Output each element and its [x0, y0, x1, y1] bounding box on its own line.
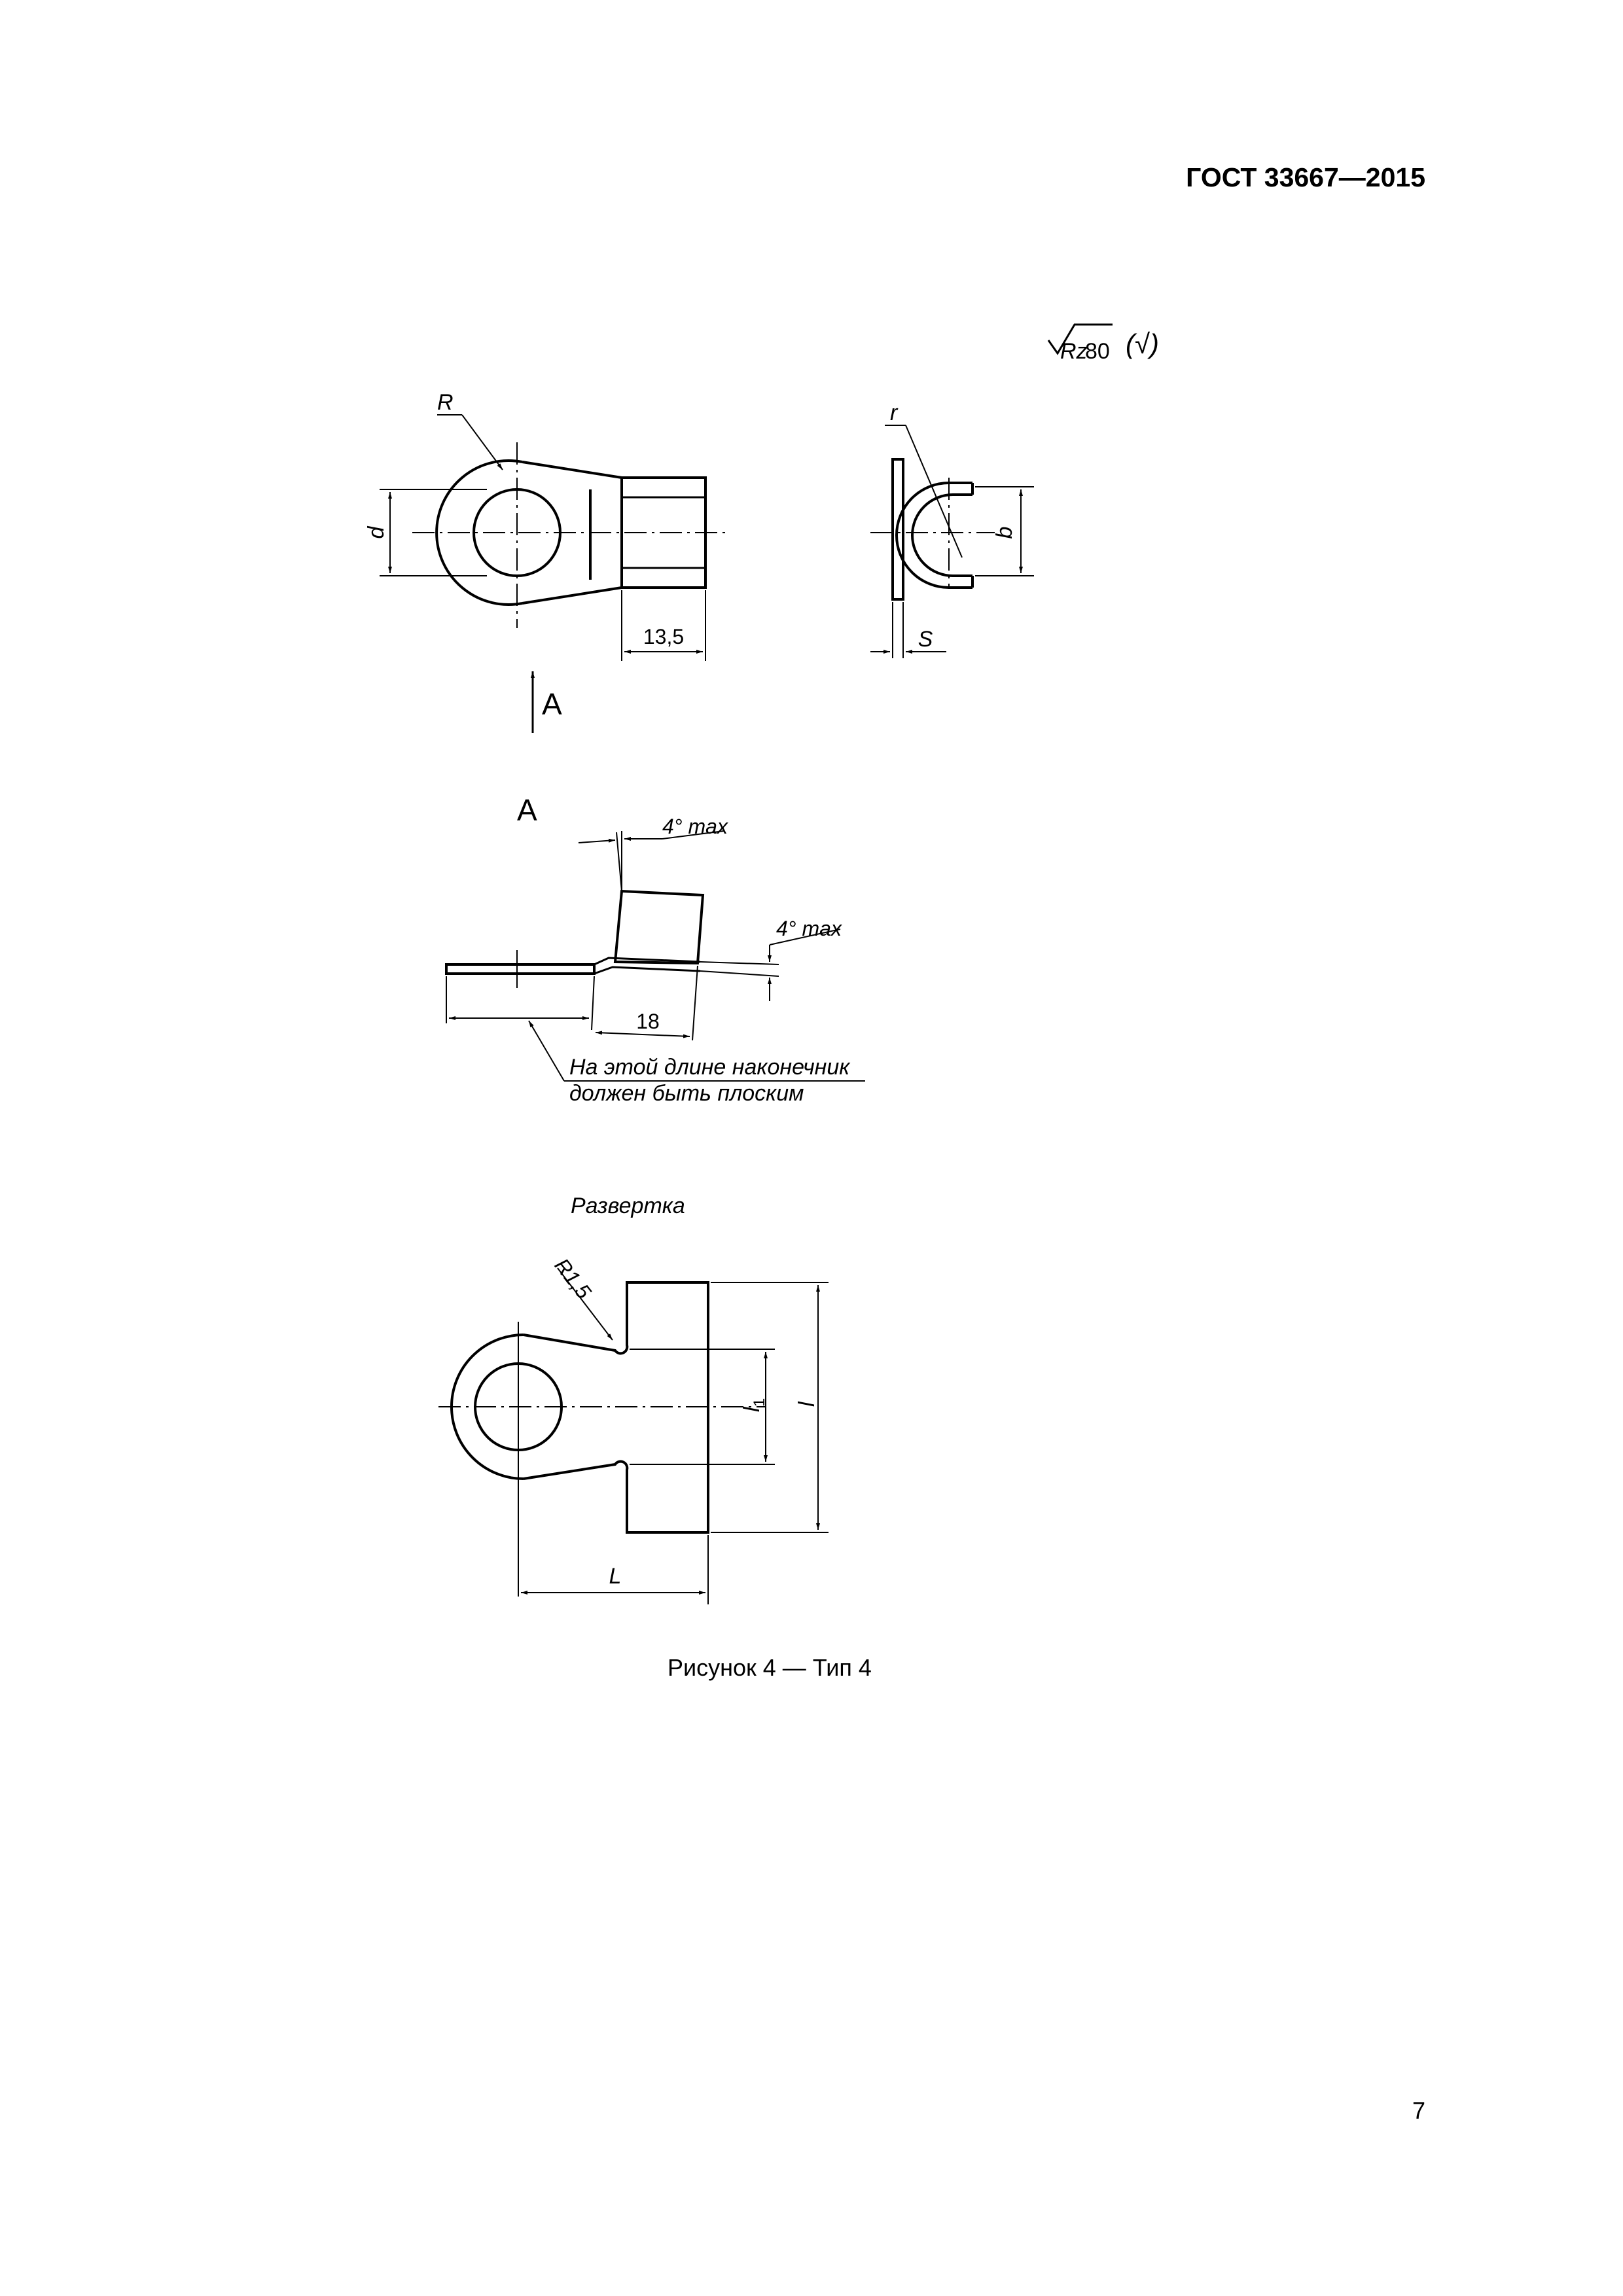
view-a-length-dim: 18 [636, 1010, 660, 1033]
page-number: 7 [1412, 2097, 1425, 2124]
plate-section [891, 458, 904, 601]
view-a [445, 830, 865, 1082]
document-header: ГОСТ 33667—2015 [1186, 162, 1425, 192]
view-a-plate [445, 963, 596, 975]
flat-note-line1: На этой длине наконечник [569, 1055, 851, 1080]
thickness-label: S [918, 627, 933, 652]
view-a-arrow-label: A [542, 687, 562, 721]
flat-note-line2: должен быть плоским [569, 1081, 804, 1106]
view-a-angle-top: 4° max [662, 815, 728, 838]
radius-label: R [437, 390, 454, 415]
roughness-extra: (√) [1126, 328, 1159, 359]
side-view [870, 425, 1034, 658]
development-title: Развертка [571, 1193, 685, 1218]
figure-caption: Рисунок 4 — Тип 4 [668, 1654, 872, 1681]
development-view [438, 1267, 829, 1604]
roughness-symbol: Rz 80 (√) [1047, 323, 1159, 364]
top-view [380, 414, 726, 733]
view-a-title: A [517, 793, 537, 827]
barrel-length-dim: 13,5 [643, 625, 684, 648]
roughness-parameter: Rz [1060, 339, 1088, 364]
total-length-label: L [609, 1564, 622, 1589]
length-label: l [794, 1401, 819, 1407]
side-radius-label: r [890, 400, 899, 425]
width-label: b [992, 527, 1017, 539]
l1-subscript: 1 [751, 1398, 768, 1407]
roughness-value: 80 [1085, 339, 1110, 364]
diameter-label: d [364, 525, 389, 539]
l1-label: l [740, 1406, 764, 1412]
development-radius-label: R1,5 [550, 1254, 596, 1303]
view-a-angle-right: 4° max [776, 917, 842, 940]
